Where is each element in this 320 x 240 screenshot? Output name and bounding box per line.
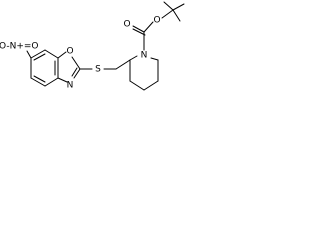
thioether-sulfur-label: S <box>95 65 101 75</box>
benzene-c5-c4-inner <box>33 75 46 83</box>
oxazole-c2-o-bond <box>71 56 81 70</box>
ester-oxygen-label: O <box>153 16 160 26</box>
tbu-bond-3 <box>163 1 174 11</box>
c2-to-ch2-bond <box>115 59 131 70</box>
benzene-c7-c6 <box>30 49 46 59</box>
benzene-c7-c6-inner <box>33 53 46 61</box>
carbonyl-double-bond-b <box>132 28 146 36</box>
carbonyl-oxygen-label: O <box>123 20 130 30</box>
piperidine-nitrogen-label: N <box>141 51 148 61</box>
piperidine-n-c6 <box>150 57 159 61</box>
benzene-c7a-c7 <box>44 49 59 59</box>
oxazole-n-c3a-bond <box>57 77 68 83</box>
benzoxazole-nitrogen-label: N <box>67 81 74 91</box>
benzene-c4-c3a <box>44 77 59 87</box>
oxazole-c2-n-bond <box>73 68 81 79</box>
ester-o-to-carbonyl-c <box>143 21 154 33</box>
structure-diagram: O O N S O N -O-N+=O <box>0 1 185 91</box>
oxazole-o-c7a-bond <box>57 51 67 59</box>
carbonyl-double-bond-a <box>132 25 145 33</box>
piperidine-c5-c4 <box>143 80 159 91</box>
benzoxazole-oxygen-label: O <box>66 47 73 57</box>
benzene-to-nitro-bond <box>26 50 32 59</box>
nitro-group-label: -O-N+=O <box>0 42 38 52</box>
tbu-to-o-bond <box>161 9 174 19</box>
tbu-bond-2 <box>172 9 181 22</box>
piperidine-c4-c3 <box>129 80 145 91</box>
benzene-c5-c4 <box>30 77 46 87</box>
molecule-canvas: O O N S O N -O-N+=O <box>0 0 205 113</box>
piperidine-c2-n <box>129 55 138 61</box>
oxazole-c2-n-double-bond <box>71 67 78 77</box>
tbu-bond-1 <box>172 3 185 11</box>
